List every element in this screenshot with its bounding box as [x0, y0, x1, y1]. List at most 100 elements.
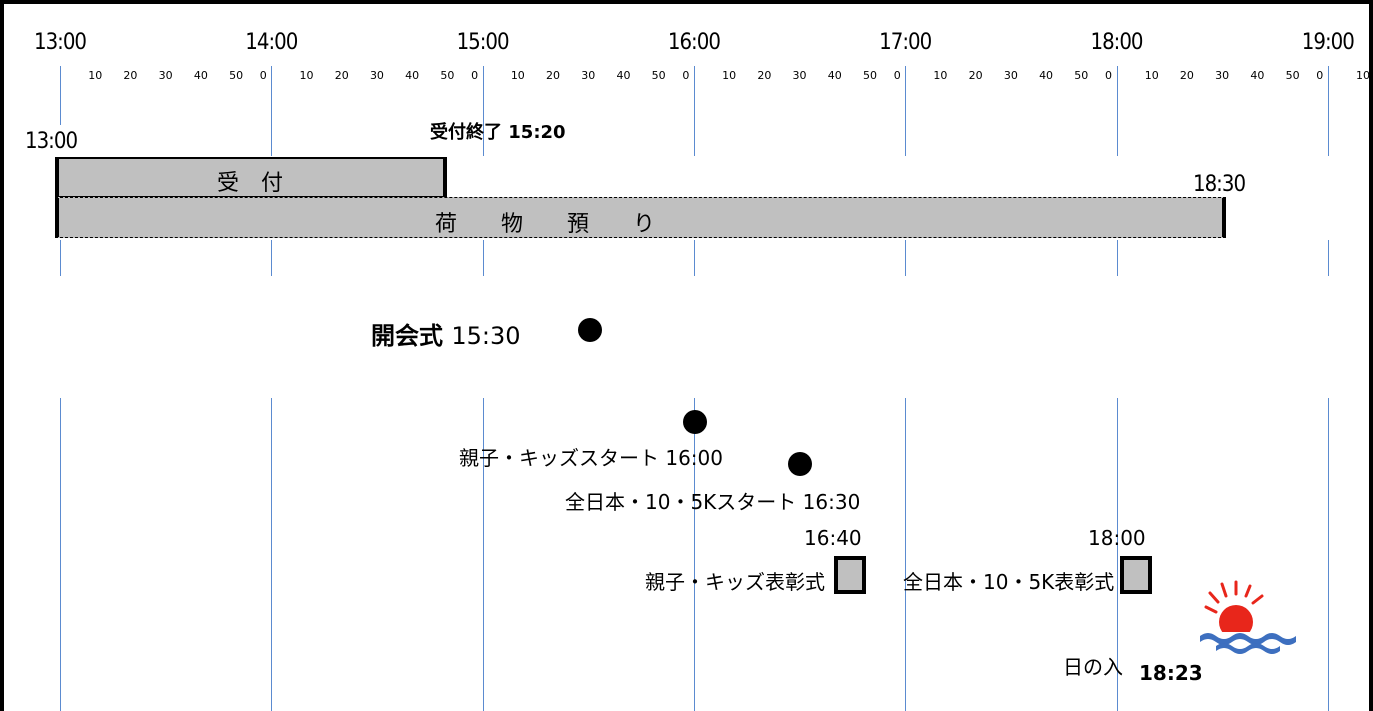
all-japan-award-marker [1120, 556, 1152, 594]
all-japan-start-label: 全日本・10・5Kスタート 16:30 [565, 486, 860, 515]
hour-label: 14:00 [245, 30, 298, 55]
opening-marker [578, 318, 602, 342]
minute-label: 30 [1215, 69, 1230, 82]
minute-label: 10 [510, 69, 525, 82]
minute-label: 30 [1003, 69, 1018, 82]
baggage-bar [55, 197, 1226, 238]
hour-gridline [905, 398, 906, 711]
hour-label: 16:00 [667, 30, 721, 55]
baggage-end-label: 18:30 [1193, 172, 1246, 197]
sunset-icon [1190, 574, 1300, 662]
opening-time: 15:30 [451, 322, 521, 350]
minute-label: 20 [1179, 69, 1194, 82]
minute-label: 0 [471, 69, 479, 82]
minute-label: 30 [369, 69, 384, 82]
minute-label: 40 [193, 69, 208, 82]
kids-start-text: 親子・キッズスタート [459, 446, 659, 470]
kids-award-time: 16:40 [804, 526, 862, 550]
hour-gridline [1117, 96, 1118, 156]
hour-gridline [483, 398, 484, 711]
hour-gridline [60, 240, 61, 276]
minute-label: 40 [405, 69, 420, 82]
hour-label: 19:00 [1301, 30, 1355, 55]
hour-gridline [271, 398, 272, 711]
opening-label: 開会式 15:30 [371, 316, 521, 351]
hour-gridline [271, 240, 272, 276]
all-japan-start-marker [788, 452, 812, 476]
minute-label: 30 [158, 69, 173, 82]
minute-label: 50 [229, 69, 244, 82]
minute-label: 0 [893, 69, 901, 82]
minute-label: 20 [123, 69, 138, 82]
minute-label: 0 [682, 69, 690, 82]
hour-label: 17:00 [879, 30, 932, 55]
hour-gridline [694, 96, 695, 156]
hour-gridline [271, 96, 272, 156]
minute-label: 50 [1285, 69, 1300, 82]
hour-gridline [60, 398, 61, 711]
kids-start-marker [683, 410, 707, 434]
hour-gridline [694, 240, 695, 276]
reception-start-label: 13:00 [25, 129, 78, 154]
minute-label: 10 [299, 69, 314, 82]
minute-label: 40 [1039, 69, 1054, 82]
hour-gridline [905, 240, 906, 276]
minute-label: 30 [792, 69, 807, 82]
kids-start-time: 16:00 [665, 446, 723, 470]
all-japan-start-time: 16:30 [802, 490, 861, 514]
hour-gridline [483, 66, 484, 96]
kids-start-label: 親子・キッズスタート 16:00 [459, 442, 723, 471]
minute-label: 40 [1250, 69, 1265, 82]
hour-gridline [60, 66, 61, 96]
kids-award-label: 親子・キッズ表彰式 [645, 570, 825, 594]
hour-label: 18:00 [1090, 30, 1143, 55]
minute-label: 10 [1356, 69, 1371, 82]
minute-label: 20 [334, 69, 349, 82]
hour-gridline [1117, 398, 1118, 711]
hour-gridline [1328, 66, 1329, 96]
reception-bar-label: 受 付 [216, 171, 284, 196]
hour-gridline [905, 66, 906, 96]
sunset-time: 18:23 [1139, 661, 1203, 685]
minute-label: 20 [757, 69, 772, 82]
hour-gridline [1328, 96, 1329, 156]
minute-label: 50 [440, 69, 455, 82]
minute-label: 10 [88, 69, 103, 82]
all-japan-award-label: 全日本・10・5K表彰式 [903, 570, 1115, 594]
minute-label: 10 [722, 69, 737, 82]
hour-label: 13:00 [33, 30, 87, 55]
reception-end-label: 受付終了 15:20 [430, 122, 566, 143]
hour-gridline [271, 66, 272, 96]
minute-label: 40 [827, 69, 842, 82]
minute-label: 10 [1144, 69, 1159, 82]
minute-label: 0 [1316, 69, 1324, 82]
hour-gridline [1328, 240, 1329, 276]
minute-label: 0 [1105, 69, 1112, 82]
hour-gridline [694, 66, 695, 96]
minute-label: 40 [616, 69, 631, 82]
opening-label-text: 開会式 [371, 322, 443, 350]
minute-label: 20 [546, 69, 561, 82]
hour-gridline [1117, 66, 1118, 96]
hour-gridline [60, 95, 61, 125]
hour-gridline [1328, 398, 1329, 711]
minute-label: 30 [581, 69, 596, 82]
hour-label: 15:00 [456, 30, 510, 55]
baggage-bar-label: 荷 物 預 り [434, 212, 656, 237]
all-japan-award-time: 18:00 [1088, 526, 1146, 550]
hour-gridline [483, 96, 484, 156]
hour-gridline [483, 240, 484, 276]
all-japan-start-text: 全日本・10・5Kスタート [565, 490, 797, 514]
minute-label: 50 [651, 69, 666, 82]
hour-gridline [694, 398, 695, 711]
minute-label: 0 [259, 69, 267, 82]
sunset-label: 日の入 [1063, 655, 1123, 679]
kids-award-marker [834, 556, 866, 594]
minute-label: 50 [1074, 69, 1089, 82]
hour-gridline [1117, 240, 1118, 276]
minute-label: 20 [968, 69, 983, 82]
hour-gridline [905, 96, 906, 156]
minute-label: 10 [933, 69, 948, 82]
minute-label: 50 [862, 69, 877, 82]
